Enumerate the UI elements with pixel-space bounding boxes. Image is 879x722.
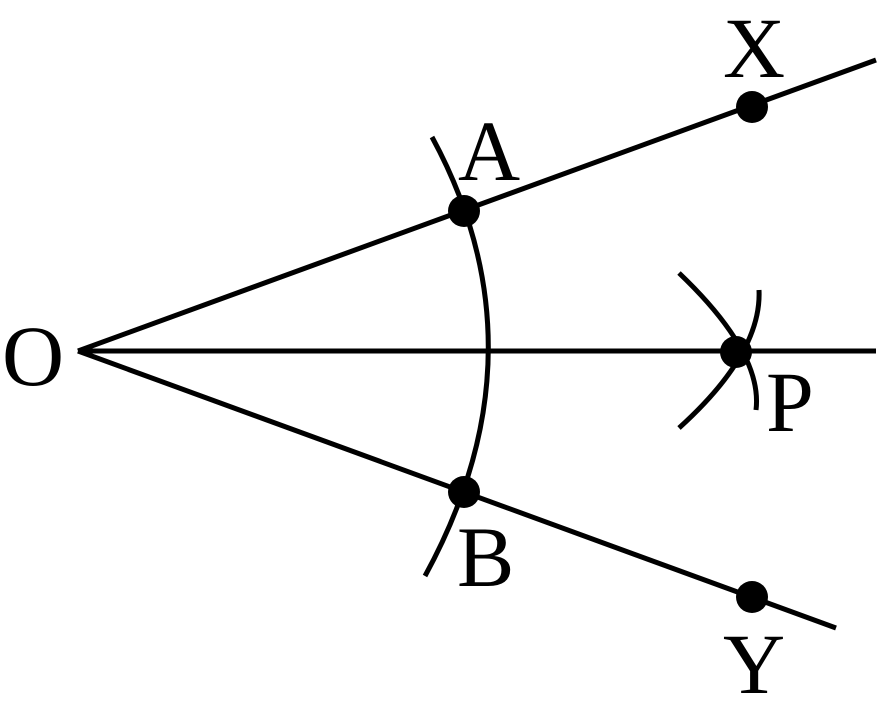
- point-y: [736, 581, 768, 613]
- label-o: O: [2, 308, 64, 404]
- point-a: [448, 195, 480, 227]
- arc-center-o: [422, 135, 491, 578]
- label-x: X: [723, 0, 785, 96]
- point-p: [720, 336, 752, 368]
- label-a: A: [458, 103, 520, 199]
- label-p: P: [766, 354, 814, 450]
- point-x: [736, 91, 768, 123]
- point-b: [448, 476, 480, 508]
- label-y: Y: [723, 616, 785, 712]
- label-b: B: [457, 509, 514, 605]
